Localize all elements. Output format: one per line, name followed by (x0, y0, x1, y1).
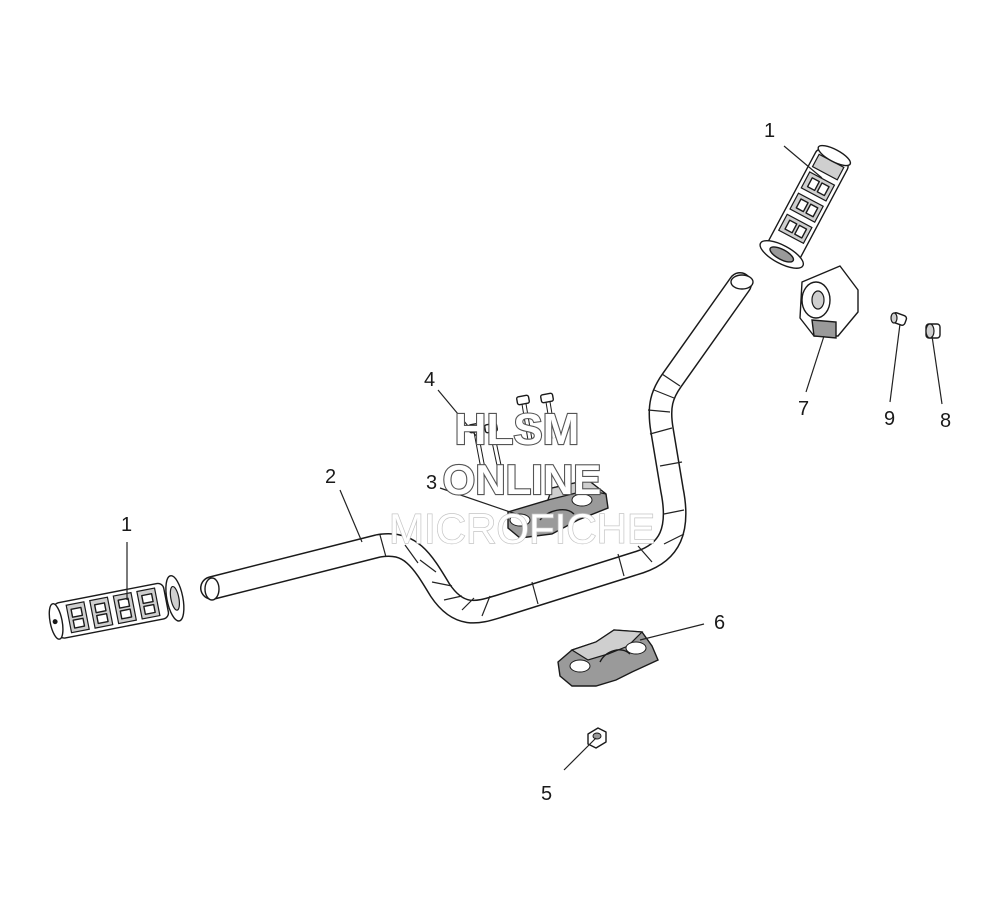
callout-upper-clamp: 3 (426, 472, 437, 494)
grip-right (759, 144, 852, 269)
callout-nut: 5 (541, 783, 552, 805)
leader-lines (126, 145, 943, 771)
bolts (468, 392, 557, 475)
handlebar-bend-marks (379, 373, 685, 617)
upper-clamp (507, 479, 609, 539)
callout-end-bolt: 9 (884, 408, 895, 430)
bolt-4 (540, 392, 557, 439)
watermark: HLSM ONLINE MICROFICHE (388, 404, 655, 553)
callout-handlebar: 2 (325, 466, 336, 488)
watermark-line-1: HLSM (455, 405, 580, 454)
lower-clamp (557, 629, 659, 687)
callout-end-housing: 7 (798, 398, 809, 420)
grip-left (48, 575, 185, 640)
end-plug (925, 323, 941, 339)
callout-bolts: 4 (424, 369, 435, 391)
bolt-2 (484, 422, 503, 471)
callout-grip-right: 1 (764, 120, 775, 142)
watermark-line-3: MICROFICHE (389, 505, 655, 552)
watermark-line-2: ONLINE (443, 456, 602, 503)
nut (587, 727, 607, 749)
end-bolt (890, 312, 908, 326)
bolt-3 (516, 394, 533, 441)
callout-lower-clamp: 6 (714, 612, 725, 634)
handlebar-right-end (730, 274, 754, 290)
handlebar-left-end (204, 577, 220, 601)
end-housing (799, 265, 859, 339)
handlebar (200, 272, 754, 624)
bolt-1 (468, 422, 487, 475)
callout-labels: 1 1 2 3 4 5 6 7 8 9 (121, 120, 951, 805)
callout-end-plug: 8 (940, 410, 951, 432)
callout-grip-left: 1 (121, 514, 132, 536)
